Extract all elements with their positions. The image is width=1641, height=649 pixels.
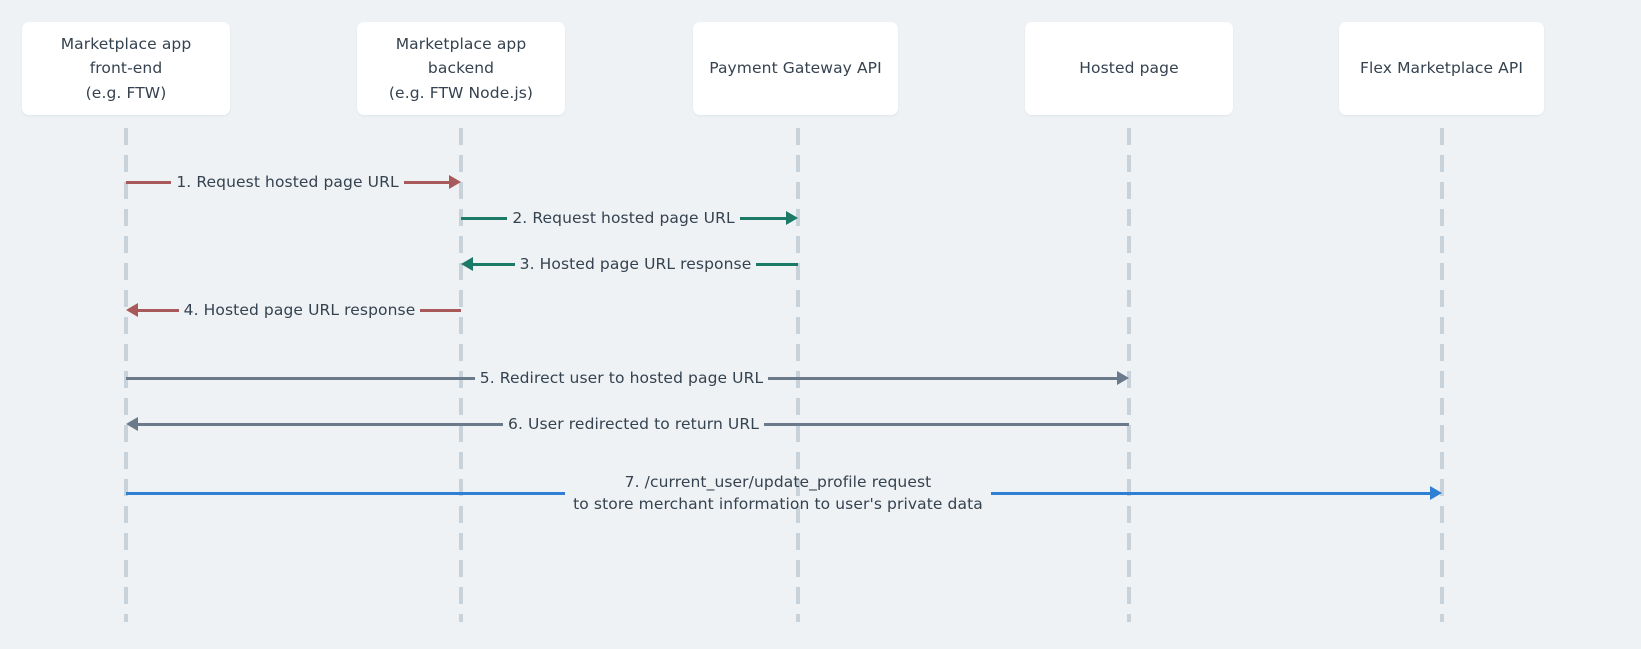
message-7: 7. /current_user/update_profile request … [126, 470, 1442, 516]
participant-label-backend: Marketplace app backend (e.g. FTW Node.j… [388, 35, 534, 102]
participant-label-frontend: Marketplace app front-end (e.g. FTW) [60, 35, 192, 102]
message-7-line-left [126, 491, 566, 495]
message-5-line-right [768, 376, 1118, 380]
message-7-label: 7. /current_user/update_profile request … [573, 472, 983, 513]
message-5-line-left [126, 376, 475, 380]
message-7-arrowhead-right-icon [1430, 486, 1442, 500]
message-5: 5. Redirect user to hosted page URL [126, 364, 1130, 392]
participant-label-hosted-page: Hosted page [1079, 59, 1179, 78]
message-3: 3. Hosted page URL response [460, 250, 798, 278]
message-1: 1. Request hosted page URL [126, 168, 462, 196]
message-6-line-left [137, 422, 504, 426]
participant-box-flex-marketplace-api: Flex Marketplace API [1339, 22, 1544, 115]
message-3-label: 3. Hosted page URL response [519, 254, 752, 273]
message-3-arrowhead-left-icon [460, 257, 473, 271]
participant-box-payment-gateway-api: Payment Gateway API [693, 22, 898, 115]
message-3-line-right [756, 262, 798, 266]
message-7-line-right [990, 491, 1430, 495]
message-2: 2. Request hosted page URL [461, 204, 799, 232]
message-2-line-right [739, 216, 787, 220]
message-4-line-right [420, 308, 461, 312]
lifeline-flex-marketplace-api [1440, 128, 1444, 622]
message-6-line-right [763, 422, 1129, 426]
message-2-line-left [461, 216, 508, 220]
message-4-label: 4. Hosted page URL response [183, 300, 416, 319]
lifeline-frontend [124, 128, 128, 622]
participant-label-payment-gateway-api: Payment Gateway API [709, 59, 882, 78]
message-4: 4. Hosted page URL response [125, 296, 461, 324]
message-1-line-left [126, 180, 172, 184]
message-2-arrowhead-right-icon [786, 211, 799, 225]
message-6-arrowhead-left-icon [125, 417, 138, 431]
message-1-arrowhead-right-icon [449, 175, 462, 189]
message-1-line-right [403, 180, 450, 184]
message-4-arrowhead-left-icon [125, 303, 138, 317]
participant-box-hosted-page: Hosted page [1025, 22, 1233, 115]
participant-box-backend: Marketplace app backend (e.g. FTW Node.j… [357, 22, 565, 115]
message-6: 6. User redirected to return URL [125, 410, 1129, 438]
message-3-line-left [472, 262, 515, 266]
participant-box-frontend: Marketplace app front-end (e.g. FTW) [22, 22, 230, 115]
message-4-line-left [137, 308, 179, 312]
message-5-arrowhead-right-icon [1117, 371, 1130, 385]
message-1-label: 1. Request hosted page URL [176, 172, 399, 191]
message-5-label: 5. Redirect user to hosted page URL [479, 368, 764, 387]
lifeline-backend [459, 128, 463, 622]
participant-label-flex-marketplace-api: Flex Marketplace API [1359, 59, 1524, 78]
message-2-label: 2. Request hosted page URL [512, 208, 735, 227]
message-6-label: 6. User redirected to return URL [508, 414, 759, 433]
lifeline-payment-gateway-api [796, 128, 800, 622]
